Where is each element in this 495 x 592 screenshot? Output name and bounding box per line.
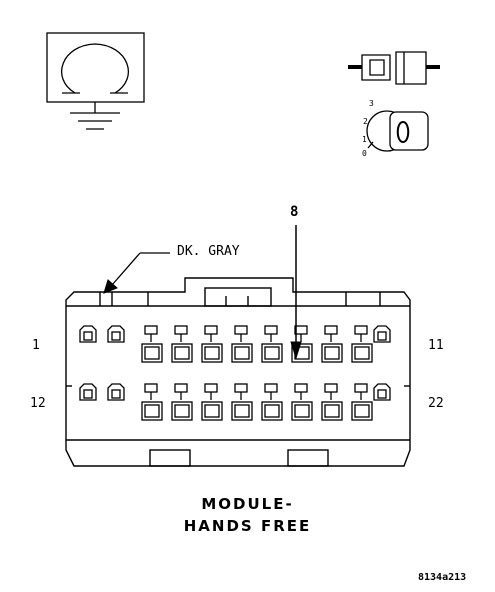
pin-10	[351, 325, 373, 363]
pin-19	[291, 383, 313, 421]
pin-21	[351, 383, 373, 421]
pin-12	[79, 383, 97, 401]
pin-14	[141, 383, 163, 421]
pin-3	[141, 325, 163, 363]
ignition-key-icon	[366, 110, 429, 152]
pin-9	[321, 325, 343, 363]
connector-halves-icon	[348, 51, 440, 85]
pin-callout-arrow	[290, 225, 302, 360]
key-pos-0: 0	[362, 149, 367, 158]
key-pos-2: 2	[363, 117, 368, 126]
pin-11	[373, 325, 391, 343]
pin-5	[201, 325, 223, 363]
pin-15	[171, 383, 193, 421]
pin-2	[107, 325, 125, 343]
key-pos-1: 1	[362, 135, 367, 144]
connector-body	[65, 277, 411, 467]
pin-17	[231, 383, 253, 421]
pin-4	[171, 325, 193, 363]
pin-cavities	[79, 325, 391, 421]
wire-color-label: DK. GRAY	[177, 244, 240, 259]
figure-id: 8134a213	[418, 572, 467, 583]
wire-color-leader	[103, 252, 170, 294]
pin-1	[79, 325, 97, 343]
pin-label-bottom-left: 12	[30, 396, 46, 411]
pin-18	[261, 383, 283, 421]
pin-20	[321, 383, 343, 421]
key-pos-3: 3	[369, 99, 374, 108]
caption-line1: MODULE-	[201, 495, 294, 513]
pin-callout-number: 8	[290, 204, 299, 220]
pin-22	[373, 383, 391, 401]
pin-6	[231, 325, 253, 363]
pin-label-top-left: 1	[32, 338, 40, 353]
ground-symbol	[46, 32, 145, 130]
pin-label-top-right: 11	[428, 338, 444, 353]
pin-16	[201, 383, 223, 421]
caption-line2: HANDS FREE	[183, 517, 312, 535]
pin-label-bottom-right: 22	[428, 396, 444, 411]
pin-13	[107, 383, 125, 401]
pin-7	[261, 325, 283, 363]
key-position-labels: 3 2 1 0	[362, 99, 374, 158]
pin-8	[291, 325, 313, 363]
